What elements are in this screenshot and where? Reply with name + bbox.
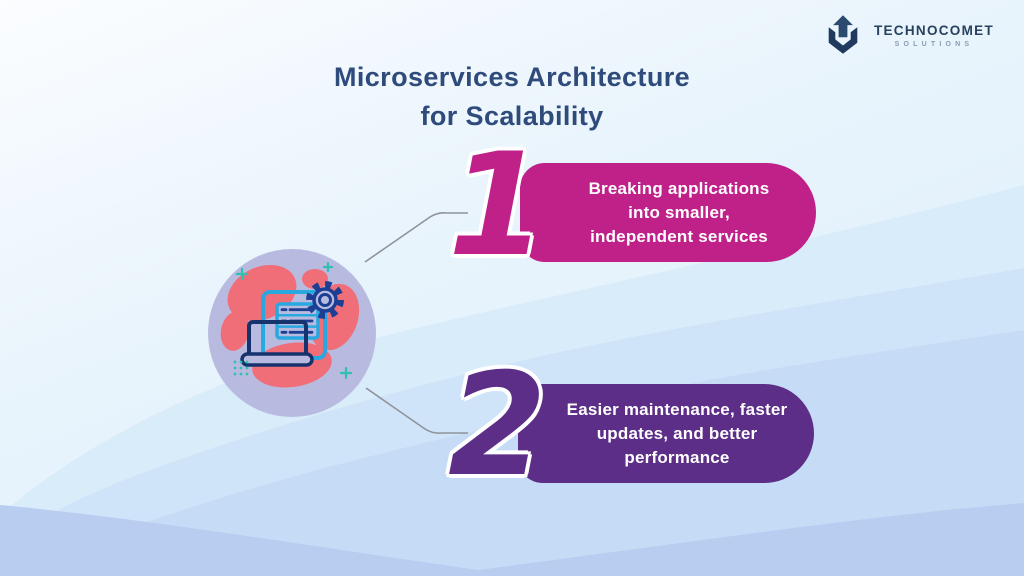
dots-grid [233, 360, 249, 376]
laptop-icon [240, 320, 314, 367]
brand-name: TECHNOCOMET [873, 22, 994, 38]
technocomet-logo-icon [828, 15, 858, 54]
step-2-text-line-1: Easier maintenance, faster [566, 399, 788, 419]
step-1-card: Breaking applications into smaller, inde… [520, 163, 816, 262]
step-2-number: 2 [448, 343, 547, 508]
hero-circle-illustration [208, 249, 376, 417]
page-title-line-1: Microservices Architecture [333, 62, 691, 92]
connector-line-1 [364, 212, 468, 263]
connector-line-2 [365, 387, 468, 434]
page-title-line-2: for Scalability [420, 101, 604, 131]
step-1-text-line-2: into smaller, [628, 202, 730, 222]
wave-layer-4 [0, 503, 1024, 576]
brand-wordmark: TECHNOCOMET SOLUTIONS [874, 23, 994, 48]
brand-logo: TECHNOCOMET SOLUTIONS [821, 12, 994, 58]
sparkle-plus-icons [235, 261, 353, 380]
step-2-text-line-3: performance [624, 447, 730, 467]
step-1-number: 1 [448, 123, 547, 288]
step-1-text-line-1: Breaking applications [588, 178, 770, 198]
gear-icon [306, 281, 344, 319]
step-2-card: Easier maintenance, faster updates, and … [518, 384, 814, 483]
step-2-text-line-2: updates, and better [596, 423, 758, 443]
brand-tagline: SOLUTIONS [894, 40, 974, 48]
step-1-text-line-3: independent services [590, 226, 768, 246]
page-title: Microservices Architecture for Scalabili… [0, 58, 1024, 136]
